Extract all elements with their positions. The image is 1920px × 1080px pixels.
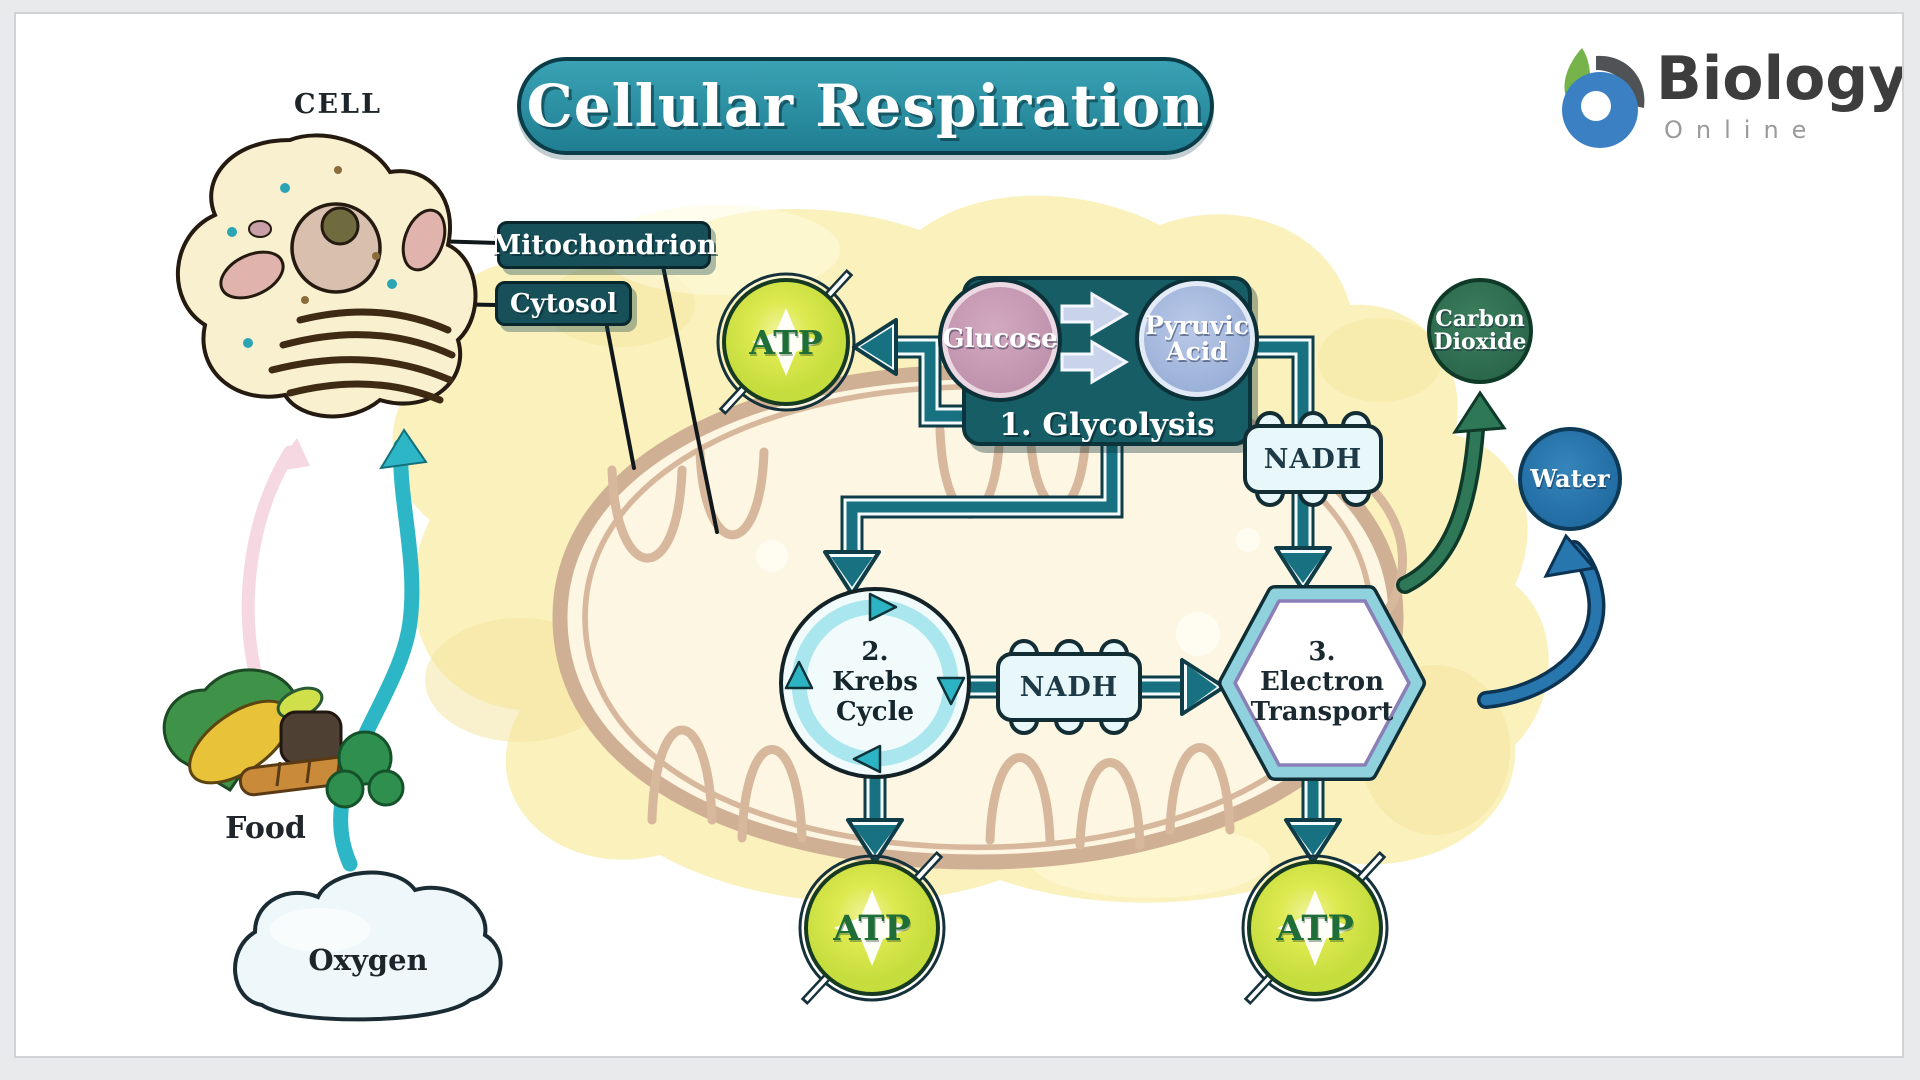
atp-circle-glycolysis [716,268,856,416]
electron-transport-label: 3. Electron Transport [1237,611,1407,755]
water-arrow [1477,533,1606,709]
page-title: Cellular Respiration [526,72,1205,140]
et-line1: Electron [1259,667,1385,698]
krebs-line2: Cycle [835,696,915,727]
atp-label-electron-transport: ATP [1276,907,1354,949]
glucose-circle: Glucose [938,278,1062,402]
nadh-label: NADH [1263,443,1363,475]
pyruvic-acid-circle: Pyruvic Acid [1135,277,1259,401]
water-circle: Water [1518,427,1622,531]
glucose-label: Glucose [942,324,1058,355]
cell-heading: CELL [293,88,383,120]
krebs-cycle-label: 2. Krebs Cycle [800,617,950,749]
cytosol-label: Cytosol [495,281,632,326]
krebs-cycle-ring [779,587,971,779]
logo-brand-text: Biology [1656,44,1908,114]
atp-label-krebs: ATP [833,907,911,949]
co2-line2: Dioxide [1433,329,1527,355]
food-illustration [162,668,405,809]
mitochondrion-label-text: Mitochondrion [491,229,717,261]
et-number: 3. [1308,637,1336,668]
pyruvic-line1: Pyruvic [1145,310,1249,340]
nadh-badge-glycolysis: NADH [1243,424,1383,494]
et-line2: Transport [1250,696,1394,727]
atp-circle-krebs [798,850,946,1006]
biology-online-logo-icon [1552,46,1654,150]
nadh-badge-krebs: NADH [996,652,1142,722]
cytosol-label-text: Cytosol [509,288,617,319]
krebs-number: 2. [861,637,889,668]
mitochondrion-label: Mitochondrion [491,221,717,269]
electron-transport-hexagon [1218,585,1426,781]
carbon-dioxide-arrow [1396,390,1507,594]
logo-subtitle-text: Online [1664,116,1820,144]
oxygen-label: Oxygen [308,943,428,977]
food-label: Food [225,810,306,846]
cell-illustration [175,133,478,419]
pyruvic-line2: Acid [1166,337,1228,366]
title-banner: Cellular Respiration [517,57,1214,155]
oxygen-cloud-shape [233,870,503,1022]
atp-label-glycolysis: ATP [749,322,823,362]
glycolysis-conversion-arrows-icon [1058,286,1140,390]
cell-dots [227,166,397,348]
golgi-apparatus [268,308,456,404]
cell-mitochondria [219,208,447,300]
carbon-dioxide-circle: Carbon Dioxide [1427,278,1533,384]
cell-nucleus [290,202,382,294]
co2-line1: Carbon [1435,305,1525,332]
water-label: Water [1530,464,1610,494]
krebs-line1: Krebs [832,667,918,698]
pipe-arrowheads [823,318,1342,864]
food-arrow [241,438,310,683]
glycolysis-title: 1. Glycolysis [999,407,1215,443]
nadh-label: NADH [1019,671,1119,703]
atp-circle-electron-transport [1241,850,1389,1006]
